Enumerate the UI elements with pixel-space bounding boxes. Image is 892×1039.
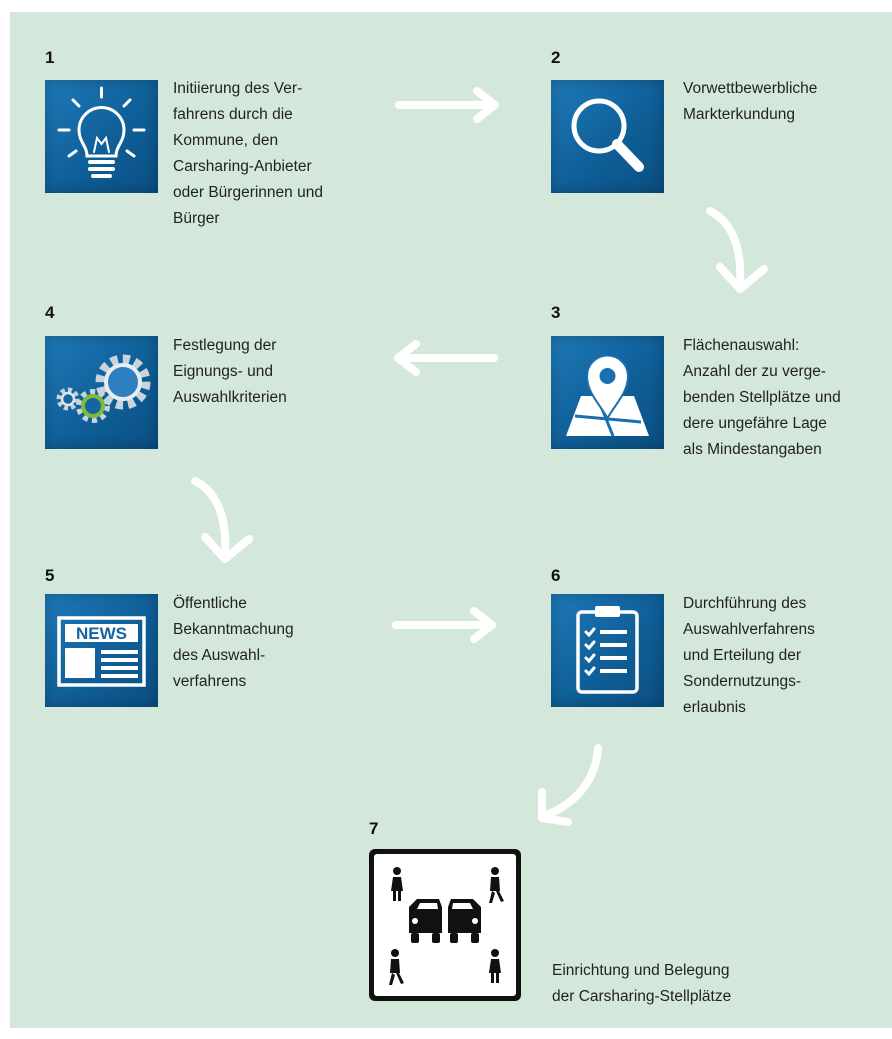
arrow-1-to-2 xyxy=(395,87,499,123)
arrow-5-to-6 xyxy=(392,607,496,643)
step-2-number: 2 xyxy=(551,48,561,67)
step-2-description: Vorwettbewerbliche Markterkundung xyxy=(683,80,818,123)
carsharing-sign-icon xyxy=(374,854,516,996)
clipboard-checklist-icon xyxy=(576,606,639,694)
step-3-number: 3 xyxy=(551,303,561,322)
step-7-description: Einrichtung und Belegung der Carsharing-… xyxy=(552,962,732,1005)
step-2-tile xyxy=(551,80,664,193)
newspaper-icon: NEWS xyxy=(57,616,146,687)
step-6-description: Durchführung des Auswahlverfahrens und E… xyxy=(683,595,815,716)
arrow-2-to-3 xyxy=(706,207,768,293)
gears-icon xyxy=(56,354,151,423)
step-3-description: Flächenauswahl: Anzahl der zu verge- ben… xyxy=(683,337,841,458)
step-6-number: 6 xyxy=(551,566,561,585)
step-6-tile xyxy=(551,594,664,707)
arrow-6-to-7 xyxy=(538,744,602,826)
lightbulb-icon xyxy=(57,86,146,178)
step-5-tile: NEWS xyxy=(45,594,158,707)
map-pin-icon xyxy=(566,354,649,437)
step-7-sign xyxy=(369,849,521,1001)
step-5-description: Öffentliche Bekanntmachung des Auswahl- … xyxy=(173,595,294,690)
step-4-description: Festlegung der Eignungs- und Auswahlkrit… xyxy=(173,337,287,406)
step-4-number: 4 xyxy=(45,303,55,322)
step-7-number: 7 xyxy=(369,819,379,838)
step-4-tile xyxy=(45,336,158,449)
news-label: NEWS xyxy=(76,624,127,643)
arrow-4-to-5 xyxy=(191,477,253,563)
step-3-tile xyxy=(551,336,664,449)
step-1-number: 1 xyxy=(45,48,55,67)
step-1-tile xyxy=(45,80,158,193)
step-5-number: 5 xyxy=(45,566,55,585)
step-1-description: Initiierung des Ver- fahrens durch die K… xyxy=(173,80,323,227)
magnifier-icon xyxy=(571,98,644,172)
arrow-3-to-4 xyxy=(394,340,498,376)
